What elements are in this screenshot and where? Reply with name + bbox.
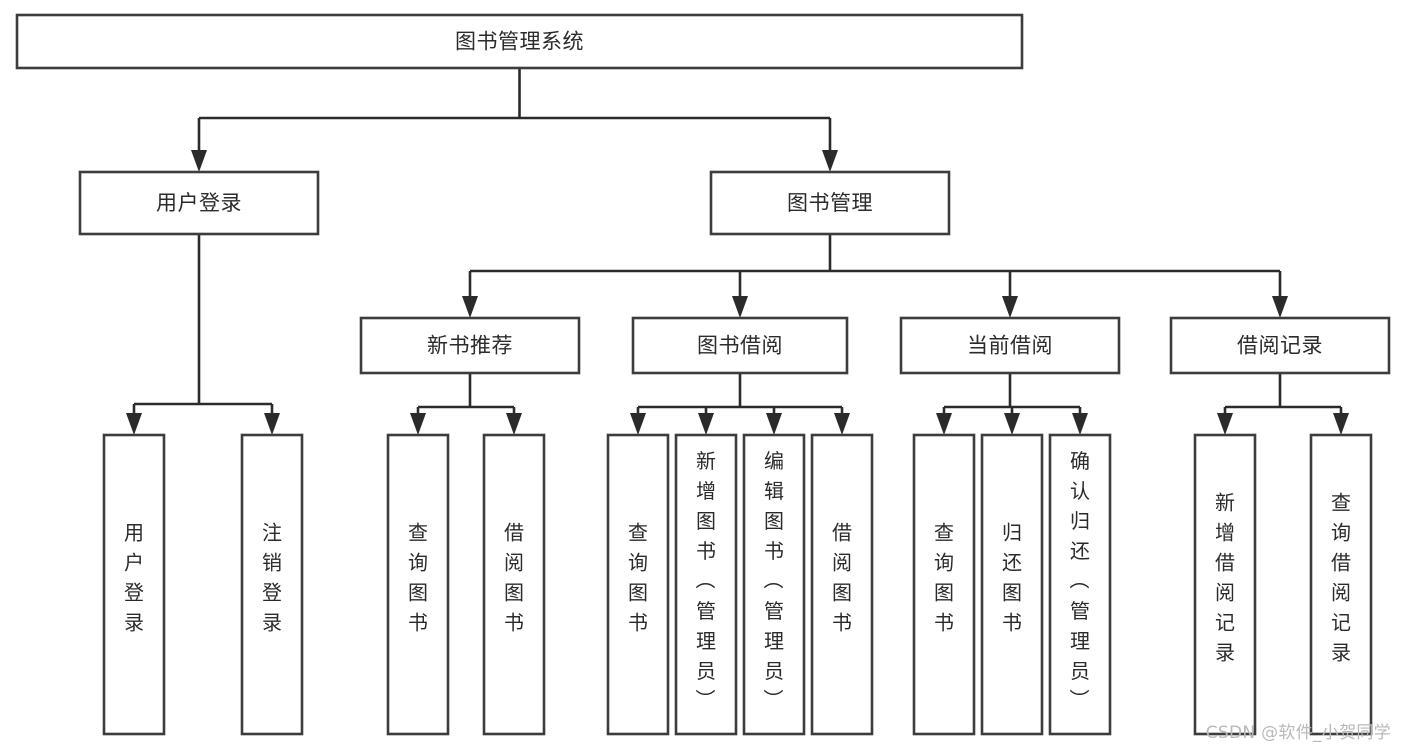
node-label: 查询借阅记录 <box>1331 491 1351 665</box>
node-label: 新增借阅记录 <box>1215 491 1235 665</box>
edge-arrowhead <box>834 413 850 435</box>
node-root[interactable]: 图书管理系统 <box>15 13 1024 70</box>
node-box[interactable] <box>240 433 304 736</box>
node-box[interactable] <box>980 433 1044 736</box>
edge-arrowhead <box>1004 413 1020 435</box>
nodes-layer: 图书管理系统用户登录图书管理新书推荐图书借阅当前借阅借阅记录用户登录注销登录查询… <box>15 13 1391 736</box>
node-box[interactable] <box>631 316 849 375</box>
node-leaf-user-login[interactable]: 用户登录 <box>102 433 166 736</box>
node-box[interactable] <box>1193 433 1257 736</box>
csdn-watermark: CSDN @软件_小贺同学 <box>1205 723 1391 743</box>
edge-arrowhead <box>1072 413 1088 435</box>
node-leaf-borrow-book-1[interactable]: 借阅图书 <box>482 433 546 736</box>
node-leaf-borrow-book-2[interactable]: 借阅图书 <box>810 433 874 736</box>
node-leaf-logout[interactable]: 注销登录 <box>240 433 304 736</box>
node-book-borrow[interactable]: 图书借阅 <box>631 316 849 375</box>
edge-arrowhead <box>191 150 207 172</box>
node-label: 借阅记录 <box>1237 334 1323 358</box>
node-label: 编辑图书（管理员） <box>763 449 784 713</box>
edge-arrowhead <box>1333 413 1349 435</box>
node-box[interactable] <box>606 433 670 736</box>
edge-arrowhead <box>264 413 280 435</box>
edge-arrowhead <box>936 413 952 435</box>
node-label: 当前借阅 <box>967 334 1053 358</box>
node-borrow-record[interactable]: 借阅记录 <box>1169 316 1391 375</box>
node-label: 新增图书（管理员） <box>695 449 716 713</box>
node-box[interactable] <box>1169 316 1391 375</box>
node-box[interactable] <box>482 433 546 736</box>
node-leaf-query-book-1[interactable]: 查询图书 <box>386 433 450 736</box>
node-book-manage[interactable]: 图书管理 <box>709 170 951 236</box>
node-box[interactable] <box>810 433 874 736</box>
edge-arrowhead <box>1002 296 1018 318</box>
node-box[interactable] <box>1309 433 1373 736</box>
node-leaf-query-book-2[interactable]: 查询图书 <box>606 433 670 736</box>
edge-arrowhead <box>630 413 646 435</box>
node-label: 查询图书 <box>934 521 954 635</box>
node-leaf-confirm-return[interactable]: 确认归还（管理员） <box>1048 433 1112 736</box>
node-box[interactable] <box>102 433 166 736</box>
node-label: 注销登录 <box>262 521 282 635</box>
node-box[interactable] <box>78 170 320 236</box>
node-leaf-edit-book[interactable]: 编辑图书（管理员） <box>742 433 806 736</box>
node-label: 图书管理 <box>787 191 873 215</box>
node-box[interactable] <box>1048 433 1112 736</box>
node-label: 用户登录 <box>156 191 242 215</box>
node-label: 图书管理系统 <box>455 30 584 54</box>
node-leaf-add-record[interactable]: 新增借阅记录 <box>1193 433 1257 736</box>
edge-group-new-book-rec-children <box>410 373 522 435</box>
edge-group-root-children <box>191 68 838 172</box>
edge-group-user-login-children <box>126 234 280 435</box>
node-box[interactable] <box>386 433 450 736</box>
node-current-borrow[interactable]: 当前借阅 <box>899 316 1121 375</box>
node-box[interactable] <box>899 316 1121 375</box>
node-box[interactable] <box>359 316 581 375</box>
node-label: 查询图书 <box>628 521 648 635</box>
edge-arrowhead <box>410 413 426 435</box>
node-label: 查询图书 <box>408 521 428 635</box>
edge-arrowhead <box>698 413 714 435</box>
edge-group-book-manage-children <box>462 234 1288 318</box>
edge-group-book-borrow-children <box>630 373 850 435</box>
node-leaf-query-book-3[interactable]: 查询图书 <box>912 433 976 736</box>
edge-arrowhead <box>732 296 748 318</box>
node-label: 归还图书 <box>1002 521 1022 635</box>
edge-arrowhead <box>1272 296 1288 318</box>
edge-arrowhead <box>506 413 522 435</box>
node-label: 图书借阅 <box>697 334 783 358</box>
node-label: 借阅图书 <box>504 521 524 635</box>
node-label: 用户登录 <box>124 521 144 635</box>
node-box[interactable] <box>15 13 1024 70</box>
node-label: 新书推荐 <box>427 334 513 358</box>
edge-arrowhead <box>1217 413 1233 435</box>
node-box[interactable] <box>912 433 976 736</box>
edge-arrowhead <box>462 296 478 318</box>
node-box[interactable] <box>742 433 806 736</box>
node-box[interactable] <box>674 433 738 736</box>
node-label: 借阅图书 <box>832 521 852 635</box>
node-leaf-add-book[interactable]: 新增图书（管理员） <box>674 433 738 736</box>
edges-layer <box>126 68 1349 435</box>
edge-group-borrow-record-children <box>1217 373 1349 435</box>
edge-arrowhead <box>126 413 142 435</box>
node-new-book-rec[interactable]: 新书推荐 <box>359 316 581 375</box>
edge-arrowhead <box>766 413 782 435</box>
node-leaf-return-book[interactable]: 归还图书 <box>980 433 1044 736</box>
node-box[interactable] <box>709 170 951 236</box>
node-leaf-query-record[interactable]: 查询借阅记录 <box>1309 433 1373 736</box>
edge-group-current-borrow-children <box>936 373 1088 435</box>
node-user-login[interactable]: 用户登录 <box>78 170 320 236</box>
edge-arrowhead <box>822 150 838 172</box>
node-label: 确认归还（管理员） <box>1069 449 1090 713</box>
